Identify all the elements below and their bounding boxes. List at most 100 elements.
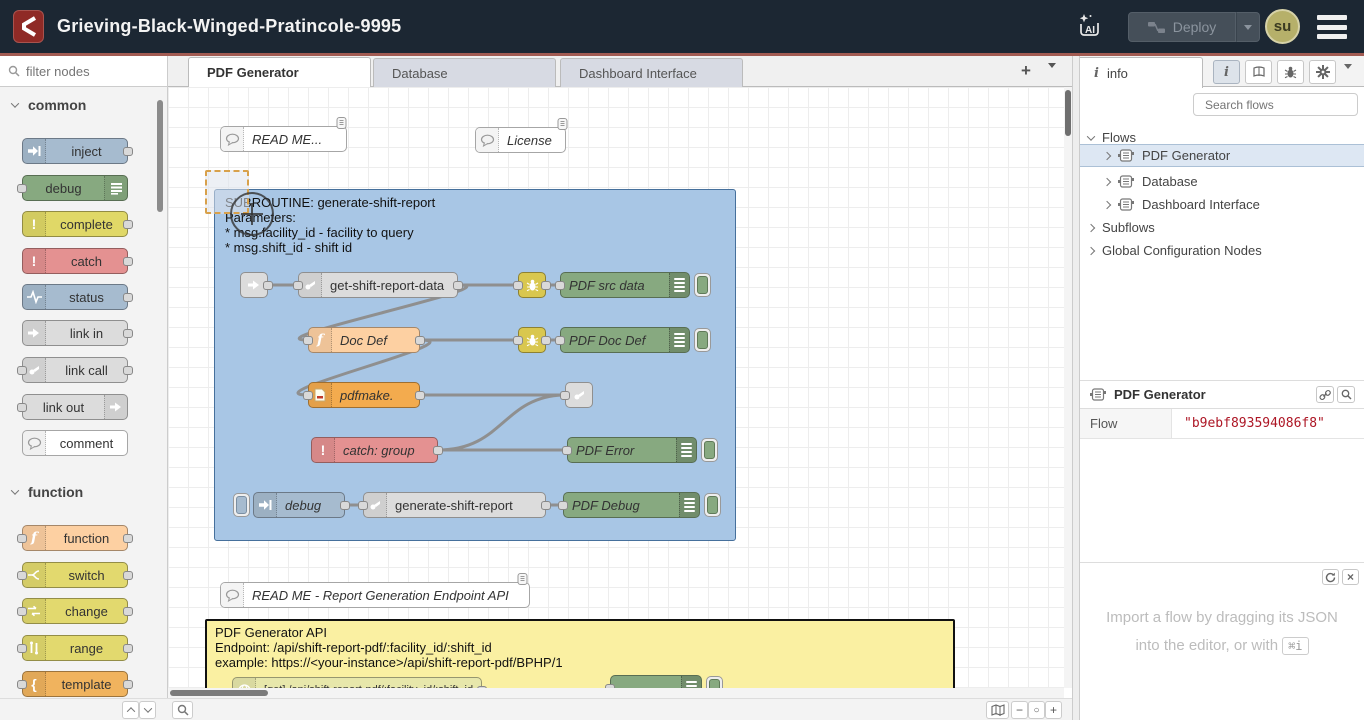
tree-flow-database[interactable]: Database (1080, 170, 1364, 193)
tree-global-config[interactable]: Global Configuration Nodes (1080, 239, 1364, 262)
canvas-hscrollbar[interactable] (168, 688, 1064, 698)
palette-node-link-call[interactable]: link call (17, 357, 133, 383)
input-port[interactable] (560, 391, 570, 400)
palette-node-link-out[interactable]: link out (17, 394, 128, 420)
input-port[interactable] (358, 501, 368, 510)
tab-pdf-generator[interactable]: PDF Generator (188, 57, 371, 87)
palette-node-inject[interactable]: inject (22, 138, 133, 164)
sidebar-help-button[interactable] (1245, 60, 1272, 84)
input-port[interactable] (555, 336, 565, 345)
sidebar-splitter[interactable] (1072, 56, 1080, 720)
output-port[interactable] (453, 281, 463, 290)
flow-node-link-in[interactable] (240, 272, 273, 298)
output-port[interactable] (340, 501, 350, 510)
sidebar-config-button[interactable] (1309, 60, 1336, 84)
output-port[interactable] (541, 281, 551, 290)
palette-node-range[interactable]: range (17, 635, 133, 661)
flow-node-junction-bug-2[interactable] (513, 327, 551, 353)
palette-node-catch[interactable]: ! catch (22, 248, 133, 274)
deploy-button[interactable]: Deploy (1128, 12, 1236, 42)
debug-toggle-button[interactable] (694, 273, 711, 297)
input-port[interactable] (555, 281, 565, 290)
debug-toggle-button[interactable] (704, 493, 721, 517)
palette-section-function[interactable]: function (0, 479, 168, 505)
flow-node-pdfmake[interactable]: pdfmake. (303, 382, 425, 408)
palette-collapse-down-button[interactable] (139, 701, 156, 719)
sidebar-info-button[interactable]: i (1213, 60, 1240, 84)
close-button[interactable]: × (1342, 569, 1359, 585)
hscroll-thumb[interactable] (170, 690, 268, 696)
tree-flows[interactable]: Flows (1080, 126, 1364, 149)
flow-node-generate-shift-report[interactable]: generate-shift-report (358, 492, 551, 518)
zoom-out-button[interactable]: − (1011, 701, 1028, 719)
output-port[interactable] (541, 501, 551, 510)
palette-scrollbar[interactable] (157, 100, 163, 212)
tree-subflows[interactable]: Subflows (1080, 216, 1364, 239)
input-port[interactable] (558, 501, 568, 510)
deploy-options-button[interactable] (1236, 12, 1260, 42)
flow-node-debug-bottom[interactable] (605, 675, 702, 688)
inject-button[interactable] (233, 493, 250, 517)
vscroll-thumb[interactable] (1065, 90, 1071, 136)
debug-toggle-button[interactable] (706, 676, 723, 688)
node-red-logo[interactable] (13, 10, 44, 43)
palette-section-common[interactable]: common (0, 92, 168, 118)
palette-node-link-in[interactable]: link in (22, 320, 133, 346)
output-port[interactable] (415, 336, 425, 345)
input-port[interactable] (605, 684, 615, 688)
flow-node-catch-group[interactable]: ! catch: group (311, 437, 443, 463)
flow-node-http-in[interactable]: [get] /api/shift-report-pdf/:facility_id… (232, 677, 487, 688)
debug-toggle-button[interactable] (701, 438, 718, 462)
palette-filter-input[interactable] (26, 63, 146, 79)
debug-toggle-button[interactable] (694, 328, 711, 352)
palette-node-function[interactable]: f function (17, 525, 133, 551)
tab-dashboard-interface[interactable]: Dashboard Interface (560, 58, 743, 87)
flow-node-pdf-error[interactable]: PDF Error (562, 437, 697, 463)
palette-node-debug[interactable]: debug (17, 175, 128, 201)
palette-node-switch[interactable]: switch (17, 562, 133, 588)
add-flow-button[interactable]: + (1021, 61, 1031, 80)
flow-list-button[interactable] (1048, 63, 1056, 89)
flow-node-pdf-src-data[interactable]: PDF src data (555, 272, 690, 298)
output-port[interactable] (541, 336, 551, 345)
flow-node-junction-bug-1[interactable] (513, 272, 551, 298)
input-port[interactable] (303, 336, 313, 345)
sidebar-more-button[interactable] (1344, 64, 1352, 90)
input-port[interactable] (513, 336, 523, 345)
input-port[interactable] (562, 446, 572, 455)
tree-flow-dashboard-interface[interactable]: Dashboard Interface (1080, 193, 1364, 216)
sidebar-tab-info[interactable]: i info (1080, 57, 1203, 88)
palette-node-comment[interactable]: comment (22, 430, 128, 456)
output-port[interactable] (263, 281, 273, 290)
tab-database[interactable]: Database (373, 58, 556, 87)
palette-node-template[interactable]: { template (17, 671, 133, 697)
flow-node-link-out[interactable] (560, 382, 593, 408)
output-port[interactable] (433, 446, 443, 455)
tree-flow-pdf-generator[interactable]: PDF Generator (1080, 144, 1364, 167)
user-avatar[interactable]: su (1265, 9, 1300, 44)
navigator-button[interactable] (986, 701, 1009, 719)
search-flows[interactable] (1193, 93, 1360, 116)
flow-node-doc-def[interactable]: f Doc Def (303, 327, 425, 353)
input-port[interactable] (513, 281, 523, 290)
flow-node-pdf-debug[interactable]: PDF Debug (558, 492, 700, 518)
main-menu-button[interactable] (1317, 15, 1347, 39)
input-port[interactable] (303, 391, 313, 400)
zoom-reset-button[interactable]: ○ (1028, 701, 1045, 719)
refresh-button[interactable] (1322, 569, 1339, 585)
palette-filter[interactable] (0, 56, 167, 87)
output-port[interactable] (415, 391, 425, 400)
palette-collapse-up-button[interactable] (122, 701, 139, 719)
palette-node-change[interactable]: change (17, 598, 133, 624)
canvas-vscrollbar[interactable] (1064, 87, 1072, 688)
input-port[interactable] (293, 281, 303, 290)
flow-node-get-shift-report-data[interactable]: get-shift-report-data (293, 272, 463, 298)
canvas-search-button[interactable] (172, 701, 193, 719)
search-flow-button[interactable] (1337, 386, 1355, 403)
zoom-in-button[interactable]: + (1045, 701, 1062, 719)
output-port[interactable] (477, 686, 487, 688)
comment-read-me-api[interactable]: READ ME - Report Generation Endpoint API (220, 582, 530, 608)
